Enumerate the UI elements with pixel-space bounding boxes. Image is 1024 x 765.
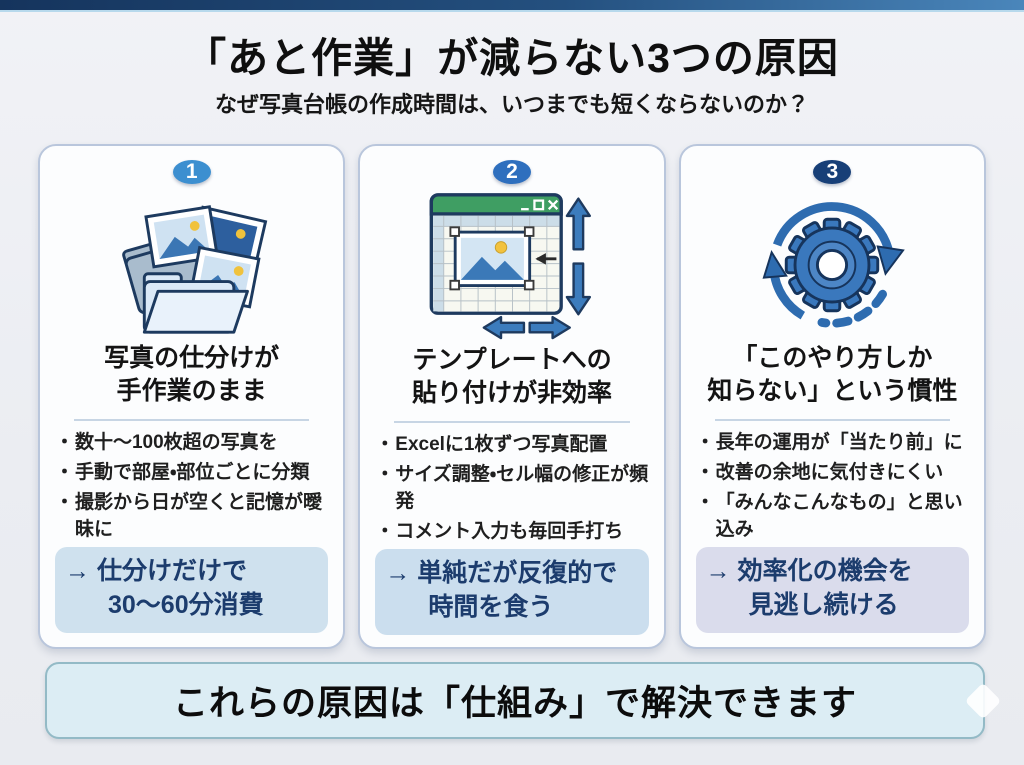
bottom-banner: これらの原因は「仕組み」で解決できます: [45, 662, 1002, 740]
card-title: 写真の仕分けが 手作業のまま: [104, 344, 280, 405]
banner-text: これらの原因は「仕組み」で解決できます: [172, 684, 857, 724]
takeaway-box: → 単純だが反復的で 時間を食う: [375, 549, 649, 636]
pasted-photo: [449, 226, 535, 291]
bullet-item: Excelに1枚ずつ写真配置: [375, 432, 648, 459]
bullet-item: 撮影から日が空くと記憶が曖昧に: [55, 490, 328, 544]
card-habit-inertia: 3: [678, 144, 986, 650]
cursor-arrow: [535, 253, 557, 265]
bullet-item: 「みんなこんなもの」と思い込み: [696, 490, 969, 544]
card-title: テンプレートへの 貼り付けが非効率: [411, 346, 612, 407]
sparkle-icon: [964, 682, 1002, 720]
bullet-item: コメント入力も毎回手打ち: [375, 519, 648, 546]
bullet-item: サイズ調整・セル幅の修正が頻発: [375, 462, 648, 516]
bullet-list: 長年の運用が「当たり前」に 改善の余地に気付きにくい 「みんなこんなもの」と思い…: [695, 430, 970, 547]
photo-folders-icon: [106, 192, 278, 338]
divider: [394, 421, 630, 424]
divider: [714, 419, 950, 422]
takeaway-line-1: → 仕分けだけで: [65, 557, 247, 586]
bullet-item: 改善の余地に気付きにくい: [696, 460, 969, 487]
front-folder: [142, 272, 249, 334]
takeaway-line-2: 見逃し続ける: [748, 590, 899, 619]
card-template-paste: 2: [358, 144, 666, 650]
number-badge-3: 3: [813, 160, 852, 185]
bullet-item: 長年の運用が「当たり前」に: [696, 430, 969, 457]
takeaway-line-1: → 単純だが反復的で: [385, 559, 618, 588]
bullet-item: 数十〜100枚超の写真を: [55, 430, 328, 457]
bullet-item: 手動で部屋・部位ごとに分類: [55, 460, 328, 487]
divider: [74, 419, 310, 422]
number-badge-2: 2: [492, 160, 531, 185]
window-titlebar: [429, 193, 563, 216]
header: 「あと作業」が減らない3つの原因 なぜ写真台帳の作成時間は、いつまでも短くならな…: [0, 34, 1024, 119]
takeaway-box: → 仕分けだけで 30〜60分消費: [55, 547, 329, 634]
page-title: 「あと作業」が減らない3つの原因: [185, 35, 839, 81]
bullet-list: Excelに1枚ずつ写真配置 サイズ調整・セル幅の修正が頻発 コメント入力も毎回…: [374, 432, 649, 549]
cycle-arrows: [762, 202, 906, 328]
number-badge-1: 1: [172, 160, 211, 185]
takeaway-line-1: → 効率化の機会を: [705, 557, 913, 586]
top-accent-bar: [0, 0, 1024, 12]
resize-arrows: [482, 197, 591, 340]
gear-cycle-icon: [757, 192, 907, 338]
takeaway-box: → 効率化の機会を 見逃し続ける: [695, 547, 969, 634]
spreadsheet-paste-icon: [419, 192, 605, 340]
card-photo-sorting: 1: [38, 144, 346, 650]
bullet-list: 数十〜100枚超の写真を 手動で部屋・部位ごとに分類 撮影から日が空くと記憶が曖…: [54, 430, 329, 547]
card-title: 「このやり方しか 知らない」という慣性: [707, 344, 958, 405]
takeaway-line-2: 30〜60分消費: [108, 590, 264, 619]
window-controls-icon: [521, 199, 559, 211]
page-subtitle: なぜ写真台帳の作成時間は、いつまでも短くならないのか？: [214, 92, 809, 118]
cards-row: 1: [0, 144, 1024, 650]
takeaway-line-2: 時間を食う: [428, 592, 554, 621]
